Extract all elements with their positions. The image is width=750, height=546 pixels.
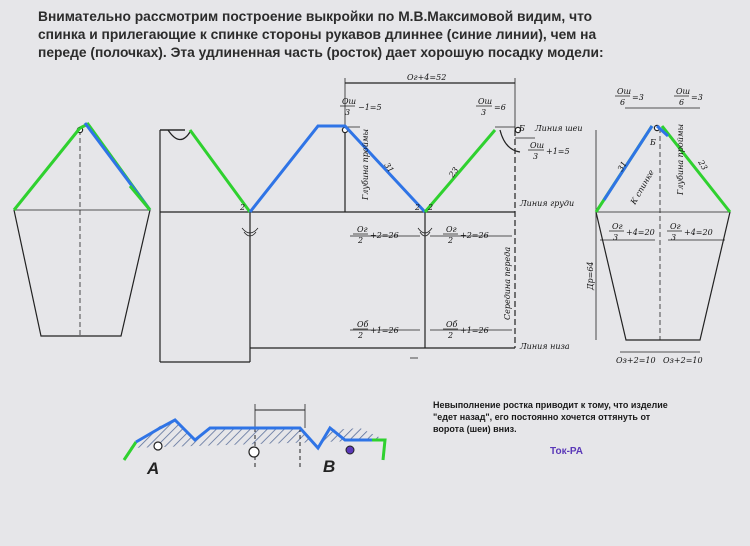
og3-b-den: 2: [447, 236, 453, 245]
detail-point-b: [345, 445, 355, 455]
right-sleeve: [595, 107, 731, 353]
to-back-label: К спинке: [628, 168, 656, 207]
osh6-a-suffix: =3: [632, 93, 644, 102]
ob-a-suffix: +1=26: [370, 326, 399, 335]
detail-center-point: [248, 446, 260, 458]
back-blue-seam: [248, 124, 427, 214]
letter-b-sleeve: Б: [649, 138, 656, 147]
ob-a-num: Об: [357, 320, 369, 329]
armhole-depth-label: Глубина проймы: [361, 129, 370, 201]
two-label-c: 2: [427, 203, 433, 212]
sleeve-og-b-suffix: +4=20: [684, 228, 713, 237]
sleeve-og-b-num: Ог: [670, 222, 681, 231]
detail-green-right: [372, 438, 387, 461]
oz-a-label: Оз+2=10: [616, 356, 656, 365]
ob-b-den: 2: [447, 331, 453, 340]
heading-line-2: спинка и прилегающие к спинке стороны ру…: [38, 27, 597, 42]
sleeve-og-a-den: 3: [613, 233, 618, 242]
hatched-area: [130, 420, 385, 448]
note-line-1: Невыполнение ростка приводит к тому, что…: [433, 400, 668, 410]
left-sleeve-green-seam: [12, 127, 82, 211]
armhole-depth-sleeve: Глубина проймы: [676, 124, 685, 196]
right-sleeve-green-right: [660, 125, 732, 213]
point-b-label: В: [323, 457, 335, 476]
detail-point-a: [153, 441, 163, 451]
right-sleeve-blue-left: [602, 125, 654, 201]
osh3-right-suffix: =6: [494, 103, 506, 112]
osh3-right-den: 3: [481, 108, 486, 117]
osh3-b-num: Ош: [530, 141, 545, 150]
sleeve-og-b-den: 3: [671, 233, 676, 242]
og3-a-suffix: +2=26: [370, 231, 399, 240]
side-notch-left: [241, 227, 259, 237]
oz-b-label: Оз+2=10: [663, 356, 703, 365]
two-label-b: 2: [414, 203, 420, 212]
detail-green-left: [122, 441, 138, 461]
note-line-2: "едет назад", его постоянно хочется оття…: [433, 412, 651, 422]
right-sleeve-outline: [595, 211, 731, 341]
front-middle-label: Середина переда: [503, 247, 512, 320]
osh3-right-num: Ош: [478, 97, 493, 106]
front-neck-point: [514, 126, 522, 134]
heading-line-3: переде (полочках). Эта удлиненная часть …: [38, 45, 604, 60]
ob-b-suffix: +1=26: [460, 326, 489, 335]
og-top-label: Ог+4=52: [407, 73, 446, 82]
ob-a-den: 2: [357, 331, 363, 340]
left-sleeve-green-end: [128, 185, 152, 211]
note-line-3: ворота (шеи) вниз.: [433, 424, 517, 434]
og3-a-den: 2: [357, 236, 363, 245]
og3-b-num: Ог: [446, 225, 457, 234]
osh6-b-num: Ош: [676, 87, 691, 96]
heading-line-1: Внимательно рассмотрим построение выкрой…: [38, 9, 593, 24]
letter-b-main: Б: [518, 124, 525, 133]
osh3-left-num: Ош: [342, 97, 357, 106]
left-sleeve: [13, 126, 151, 337]
line-neck-label: Линия шеи: [534, 124, 583, 133]
sleeve-og-a-suffix: +4=20: [626, 228, 655, 237]
osh3-left-suffix: −1=5: [358, 103, 382, 112]
seam-23-main: 23: [447, 166, 461, 180]
osh6-b-den: 6: [679, 98, 684, 107]
osh6-b-suffix: =3: [691, 93, 703, 102]
point-a-label: А: [146, 459, 159, 478]
main-body: [159, 78, 535, 363]
back-armhole-green: [188, 129, 252, 213]
ob-b-num: Об: [446, 320, 458, 329]
back-neck-curve: [167, 129, 191, 141]
heading: Внимательно рассмотрим построение выкрой…: [38, 8, 738, 62]
front-green-seam: [423, 129, 497, 213]
detail-blue-line: [135, 418, 385, 451]
credit-label: Ток-РА: [550, 446, 583, 457]
line-chest-label: Линия груди: [519, 199, 574, 208]
side-notch-right: [417, 227, 433, 237]
dimension-labels: Ог+4=52 Ош 3 −1=5 Ош 3 =6 Ош 3 +1=5 Б Ли…: [239, 73, 713, 365]
osh3-b-den: 3: [533, 152, 538, 161]
dr-label: Др=64: [586, 261, 595, 291]
og3-b-suffix: +2=26: [460, 231, 489, 240]
explanation-note: Невыполнение ростка приводит к тому, что…: [433, 399, 668, 435]
og3-a-num: Ог: [357, 225, 368, 234]
osh6-a-num: Ош: [617, 87, 632, 96]
seam-31-sleeve: 31: [616, 160, 629, 173]
sleeve-og-a-num: Ог: [612, 222, 623, 231]
osh3-b-suffix: +1=5: [546, 147, 570, 156]
osh6-a-den: 6: [620, 98, 625, 107]
osh3-left-den: 3: [345, 108, 350, 117]
seam-31-main: 31: [382, 161, 395, 175]
bottom-detail: А В: [122, 404, 387, 478]
left-sleeve-outline: [13, 209, 151, 337]
line-bottom-label: Линия низа: [519, 342, 570, 351]
front-neck-curve: [499, 129, 521, 153]
two-label-a: 2: [239, 203, 245, 212]
